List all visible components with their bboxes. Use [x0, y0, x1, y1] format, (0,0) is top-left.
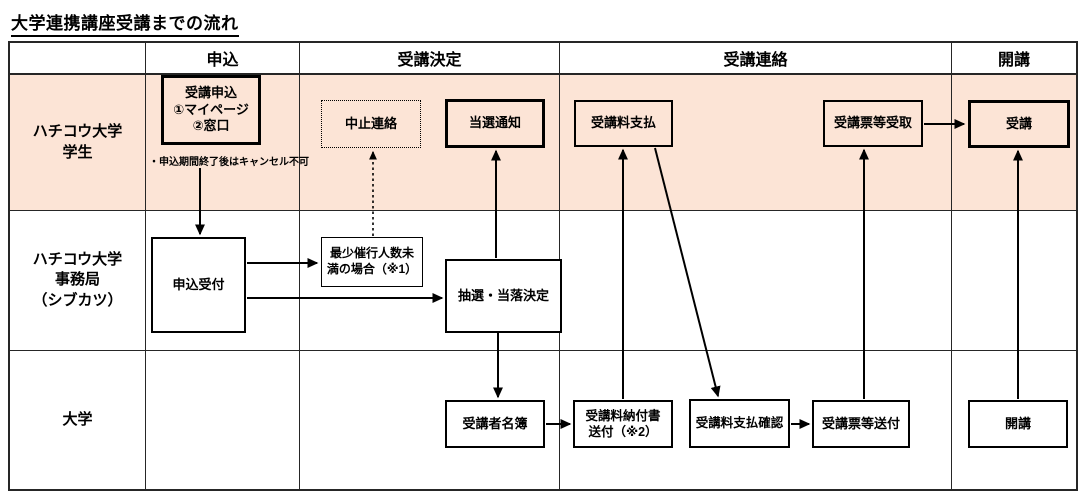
node-minimum-participants: 最少催行人数未 満の場合（※1） — [321, 237, 423, 287]
lane-cell — [300, 351, 560, 489]
header-cell-apply: 申込 — [146, 43, 300, 75]
node-ticket-sending: 受講票等送付 — [812, 400, 910, 448]
node-fee-payment: 受講料支払 — [574, 100, 673, 147]
lane-cell — [560, 211, 952, 351]
node-payment-confirmation: 受講料支払確認 — [689, 399, 790, 448]
node-winning-notice: 当選通知 — [445, 99, 545, 148]
row-label-students: ハチコウ大学 学生 — [10, 75, 146, 211]
node-cancellation-notice: 中止連絡 — [321, 100, 421, 148]
node-ticket-receive: 受講票等受取 — [823, 100, 923, 147]
lane-cell — [952, 211, 1076, 351]
node-application-reception: 申込受付 — [151, 237, 246, 333]
node-invoice-sending: 受講料納付書 送付（※2） — [573, 400, 673, 448]
row-label-university: 大学 — [10, 351, 146, 489]
header-cell-empty — [10, 43, 146, 75]
node-lottery-decision: 抽選・当落決定 — [445, 259, 562, 333]
lane-cell — [560, 351, 952, 489]
lane-cell — [146, 211, 300, 351]
row-label-office: ハチコウ大学 事務局 （シブカツ） — [10, 211, 146, 351]
page-title: 大学連携講座受講までの流れ — [11, 9, 239, 37]
lane-cell — [146, 351, 300, 489]
node-attend-course: 受講 — [968, 100, 1070, 148]
application-deadline-note: ・申込期間終了後はキャンセル不可 — [149, 157, 309, 168]
node-course-application: 受講申込 ①マイページ ②窓口 — [161, 75, 261, 145]
header-cell-opening: 開講 — [952, 43, 1076, 75]
node-course-opening: 開講 — [968, 400, 1068, 448]
header-cell-decision: 受講決定 — [300, 43, 560, 75]
node-participant-roster: 受講者名簿 — [445, 400, 545, 448]
header-cell-contact: 受講連絡 — [560, 43, 952, 75]
